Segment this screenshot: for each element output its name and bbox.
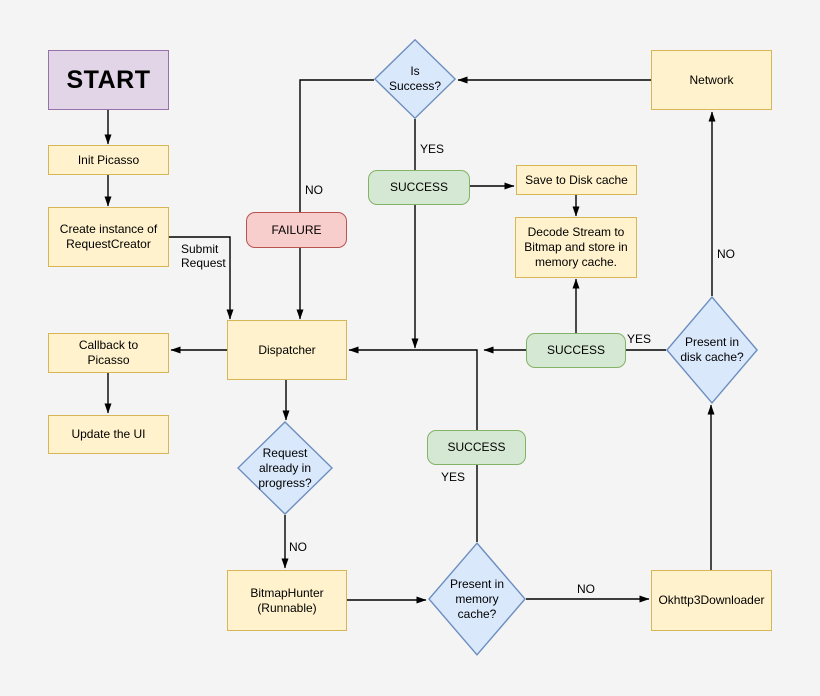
node-success-memory: SUCCESS	[427, 430, 526, 465]
edge-label-no-request-in-progress: NO	[289, 540, 307, 554]
node-update-ui-label: Update the UI	[71, 427, 146, 441]
node-decode-stream: Decode Stream to Bitmap and store in mem…	[515, 217, 637, 278]
edge-label-yes-memory: YES	[441, 470, 466, 484]
node-success-top: SUCCESS	[368, 170, 470, 205]
diamond-shape	[428, 542, 526, 656]
node-network-label: Network	[689, 72, 734, 87]
edge-label-submit-request: Submit Request	[181, 242, 226, 270]
edge-memorydiamond-yes-through-success-to-dispatcher	[348, 346, 478, 542]
node-dispatcher-label: Dispatcher	[258, 342, 316, 357]
node-init-picasso: Init Picasso	[48, 145, 169, 175]
node-bitmap-hunter-label: BitmapHunter (Runnable)	[250, 585, 324, 615]
node-success-disk-label: SUCCESS	[546, 343, 605, 357]
edge-label-yes-disk: YES	[627, 332, 652, 346]
node-decode-stream-label: Decode Stream to Bitmap and store in mem…	[524, 225, 628, 269]
diamond-shape	[666, 296, 758, 404]
node-start: START	[48, 50, 169, 110]
node-callback-picasso-label: Callback to Picasso	[78, 338, 139, 367]
edge-label-no-memory: NO	[577, 582, 595, 596]
node-create-request-creator-label: Create instance of RequestCreator	[59, 222, 158, 251]
edge-label-no-disk: NO	[717, 247, 735, 261]
node-success-top-label: SUCCESS	[389, 180, 448, 194]
decision-present-in-memory-cache: Present in memory cache?	[428, 542, 526, 656]
node-save-disk-cache: Save to Disk cache	[516, 165, 637, 195]
edge-label-yes-is-success: YES	[420, 142, 445, 156]
decision-is-success: Is Success?	[374, 39, 456, 119]
node-create-request-creator: Create instance of RequestCreator	[48, 207, 169, 267]
node-init-picasso-label: Init Picasso	[77, 152, 140, 167]
diamond-shape	[374, 39, 456, 119]
decision-present-in-memory-cache-label: Present in memory cache?	[449, 576, 505, 621]
decision-request-in-progress-label: Request already in progress?	[258, 445, 312, 490]
node-success-memory-label: SUCCESS	[447, 440, 506, 454]
diamond-shape	[237, 421, 333, 515]
decision-present-in-disk-cache-label: Present in disk cache?	[680, 335, 744, 364]
node-bitmap-hunter: BitmapHunter (Runnable)	[227, 570, 347, 631]
node-dispatcher: Dispatcher	[227, 320, 347, 380]
node-okhttp-downloader: Okhttp3Downloader	[651, 570, 772, 631]
node-network: Network	[651, 50, 772, 110]
node-failure-label: FAILURE	[271, 222, 322, 237]
edge-issuccess-no-through-failure-to-dispatcher	[296, 79, 374, 320]
node-callback-picasso: Callback to Picasso	[48, 333, 169, 373]
node-failure: FAILURE	[246, 212, 347, 248]
edge-label-no-is-success: NO	[305, 183, 323, 197]
decision-is-success-label: Is Success?	[388, 64, 442, 93]
edge-create-submit-request-to-dispatcher	[169, 236, 234, 320]
node-save-disk-cache-label: Save to Disk cache	[525, 172, 628, 187]
node-start-label: START	[66, 65, 151, 94]
node-success-disk: SUCCESS	[526, 333, 626, 368]
node-update-ui: Update the UI	[48, 415, 169, 454]
decision-present-in-disk-cache: Present in disk cache?	[666, 296, 758, 404]
decision-request-in-progress: Request already in progress?	[237, 421, 333, 515]
node-okhttp-downloader-label: Okhttp3Downloader	[658, 593, 765, 607]
